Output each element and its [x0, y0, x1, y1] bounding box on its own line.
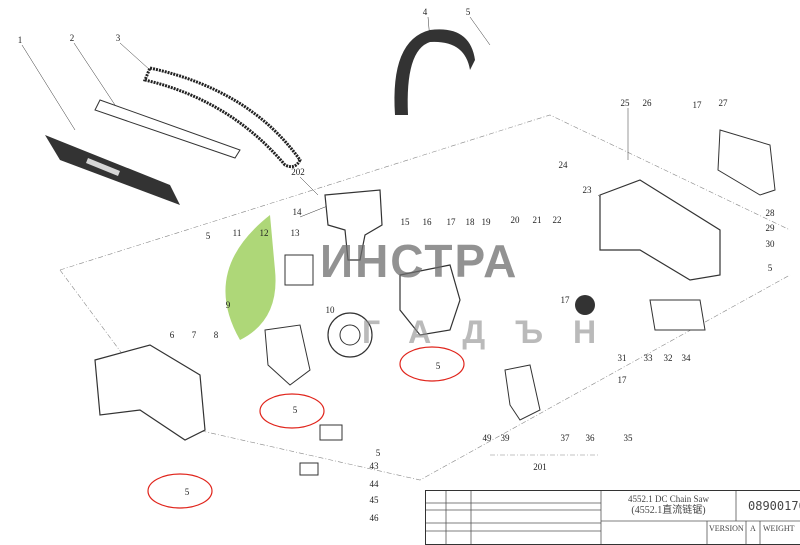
- callout-label: 28: [765, 208, 775, 218]
- callout-label: 13: [290, 228, 300, 238]
- assembly-lines: [59, 114, 791, 481]
- callout-label: 24: [558, 160, 568, 170]
- callout-label: 202: [291, 167, 305, 177]
- callout-label: 44: [369, 479, 379, 489]
- callout-label: 33: [643, 353, 653, 363]
- callout-label: 17: [560, 295, 570, 305]
- callout-label: 8: [213, 330, 219, 340]
- callout-label: 36: [585, 433, 595, 443]
- callout-label: 45: [369, 495, 379, 505]
- callout-label: 7: [191, 330, 197, 340]
- callout-label: 4: [422, 7, 428, 17]
- callout-label: 5: [184, 487, 190, 497]
- part-3-chain: [142, 66, 302, 169]
- callout-label: 1: [17, 35, 23, 45]
- callout-label: 43: [369, 461, 379, 471]
- callout-label: 22: [552, 215, 562, 225]
- callout-label: 29: [765, 223, 775, 233]
- callout-label: 39: [500, 433, 510, 443]
- product-name-en: 4552.1 DC Chain Saw: [628, 494, 709, 504]
- callout-label: 32: [663, 353, 673, 363]
- callout-label: 5: [292, 405, 298, 415]
- part-4-handle: [394, 29, 475, 115]
- callout-label: 5: [767, 263, 773, 273]
- callout-label: 15: [400, 217, 410, 227]
- callout-label: 5: [465, 7, 471, 17]
- callout-label: 37: [560, 433, 570, 443]
- callout-label: 23: [582, 185, 592, 195]
- callout-label: 31: [617, 353, 627, 363]
- version-label: VERSION: [709, 524, 744, 533]
- watermark-subtext: ГАДЪН: [362, 314, 627, 350]
- title-block: 4552.1 DC Chain Saw (4552.1直流链锯) 0890017…: [425, 490, 800, 545]
- callout-label: 11: [232, 228, 242, 238]
- weight-label: WEIGHT: [763, 524, 795, 533]
- watermark-leaf-icon: [225, 215, 276, 340]
- part-34-bracket: [649, 299, 706, 331]
- product-title: 4552.1 DC Chain Saw (4552.1直流链锯): [601, 491, 736, 524]
- callout-label: 17: [617, 375, 627, 385]
- callout-label: 5: [435, 361, 441, 371]
- callout-label: 34: [681, 353, 691, 363]
- callout-label: 201: [533, 462, 547, 472]
- callout-label: 6: [169, 330, 175, 340]
- callout-label: 17: [692, 100, 702, 110]
- part-39-switch: [504, 364, 541, 421]
- callout-label: 18: [465, 217, 475, 227]
- callout-label: 49: [482, 433, 492, 443]
- version-value: A: [750, 524, 756, 533]
- callout-label: 35: [623, 433, 633, 443]
- part-1-bar-cover: [45, 135, 180, 205]
- callout-label: 17: [446, 217, 456, 227]
- callout-label: 3: [115, 33, 121, 43]
- callout-label: 2: [69, 33, 75, 43]
- callout-label: 14: [292, 207, 302, 217]
- part-2-guide-bar: [94, 99, 241, 159]
- part-27-housing: [717, 129, 776, 196]
- leader-lines: [21, 16, 629, 218]
- callout-label: 10: [325, 305, 335, 315]
- callout-label: 27: [718, 98, 728, 108]
- callout-label: 20: [510, 215, 520, 225]
- callout-label: 12: [259, 228, 269, 238]
- part-14-rear-handle: [324, 189, 383, 261]
- callout-label: 21: [532, 215, 542, 225]
- callout-label: 25: [620, 98, 630, 108]
- part-10-motor: [327, 312, 373, 358]
- highlight-circles: [147, 346, 465, 509]
- callout-label: 26: [642, 98, 652, 108]
- callout-label: 5: [375, 448, 381, 458]
- drawing-number: 0890017002: [748, 499, 800, 513]
- gearbox: [399, 264, 461, 336]
- callout-label: 19: [481, 217, 491, 227]
- callout-label: 5: [205, 231, 211, 241]
- callout-label: 16: [422, 217, 432, 227]
- part-9-shroud: [264, 324, 311, 386]
- watermark-text: ИНСТРА: [320, 235, 519, 287]
- product-name-cn: (4552.1直流链锯): [631, 505, 706, 516]
- right-housing: [599, 179, 721, 281]
- part-17-gear: [575, 295, 595, 315]
- part-12-battery-socket: [284, 254, 314, 286]
- callout-label: 30: [765, 239, 775, 249]
- left-housing: [94, 344, 206, 441]
- callout-label: 9: [225, 300, 231, 310]
- parts-43-46: [299, 424, 343, 476]
- callout-label: 46: [369, 513, 379, 523]
